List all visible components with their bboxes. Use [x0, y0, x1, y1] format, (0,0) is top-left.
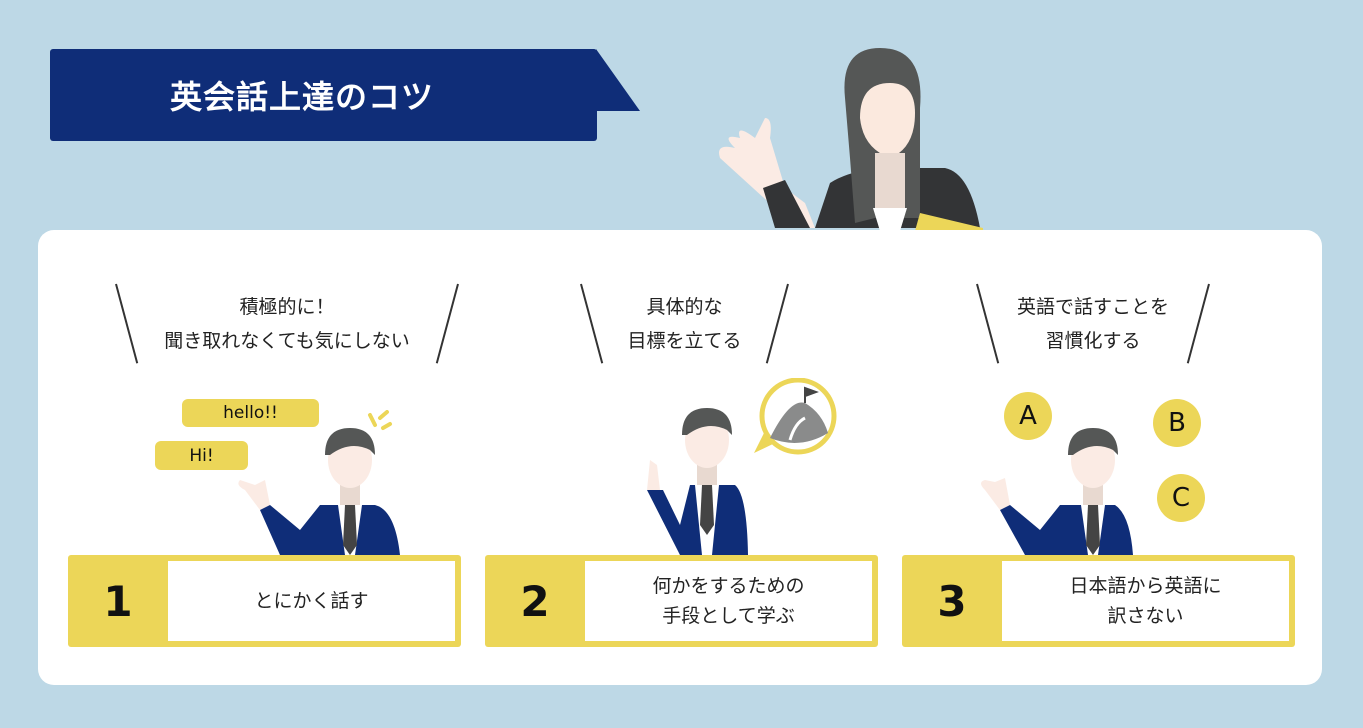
- bubble-text: A: [1019, 401, 1037, 431]
- tip-number: 1: [103, 576, 133, 626]
- bubble-a: A: [1004, 392, 1052, 440]
- bubble-text: Hi!: [189, 445, 214, 466]
- heading-line: 積極的に！: [239, 296, 335, 318]
- tip-card-3: 3 日本語から英語に訳さない: [902, 555, 1295, 647]
- woman-presenter-illustration: [719, 48, 983, 231]
- heading-line: 習慣化する: [1045, 330, 1141, 352]
- tip-line: 手段として学ぶ: [662, 605, 795, 627]
- bubble-text: hello!!: [223, 403, 278, 423]
- speech-bubble-hi: Hi!: [155, 441, 248, 470]
- tip-line: 何かをするための: [652, 575, 805, 597]
- man-pointing-illustration: [647, 408, 748, 555]
- bubble-text: B: [1168, 408, 1186, 438]
- tip-text-box: 何かをするための手段として学ぶ: [585, 561, 872, 641]
- speech-bubble-hello: hello!!: [182, 399, 319, 427]
- tip-heading-2: 具体的な目標を立てる: [572, 283, 797, 364]
- tip-heading-1: 積極的に！ 聞き取れなくても気にしない: [107, 283, 467, 364]
- tip-card-2: 2 何かをするための手段として学ぶ: [485, 555, 878, 647]
- tip-heading-3: 英語で話すことを習慣化する: [968, 283, 1218, 364]
- tip-line: 日本語から英語に: [1069, 575, 1222, 597]
- bubble-text: C: [1171, 483, 1191, 513]
- tip-line: 訳さない: [1107, 605, 1184, 627]
- bubble-c: C: [1157, 474, 1205, 522]
- heading-line: 聞き取れなくても気にしない: [164, 330, 410, 352]
- tip-card-1: 1 とにかく話す: [68, 555, 461, 647]
- tip-line: とにかく話す: [254, 590, 369, 612]
- man-waving-illustration: [238, 410, 400, 555]
- page-title: 英会話上達のコツ: [170, 78, 435, 116]
- title-banner: 英会話上達のコツ: [50, 49, 597, 141]
- heading-line: 具体的な: [646, 296, 723, 318]
- banner-tail: [596, 49, 640, 111]
- bubble-b: B: [1153, 399, 1201, 447]
- tip-text-box: とにかく話す: [168, 561, 455, 641]
- tip-number: 2: [520, 576, 550, 626]
- goal-mountain-bubble-icon: [754, 378, 837, 455]
- heading-line: 目標を立てる: [627, 330, 742, 352]
- heading-line: 英語で話すことを: [1016, 296, 1169, 318]
- tip-number: 3: [937, 576, 967, 626]
- man-thinking-illustration: [981, 428, 1133, 555]
- tip-text-box: 日本語から英語に訳さない: [1002, 561, 1289, 641]
